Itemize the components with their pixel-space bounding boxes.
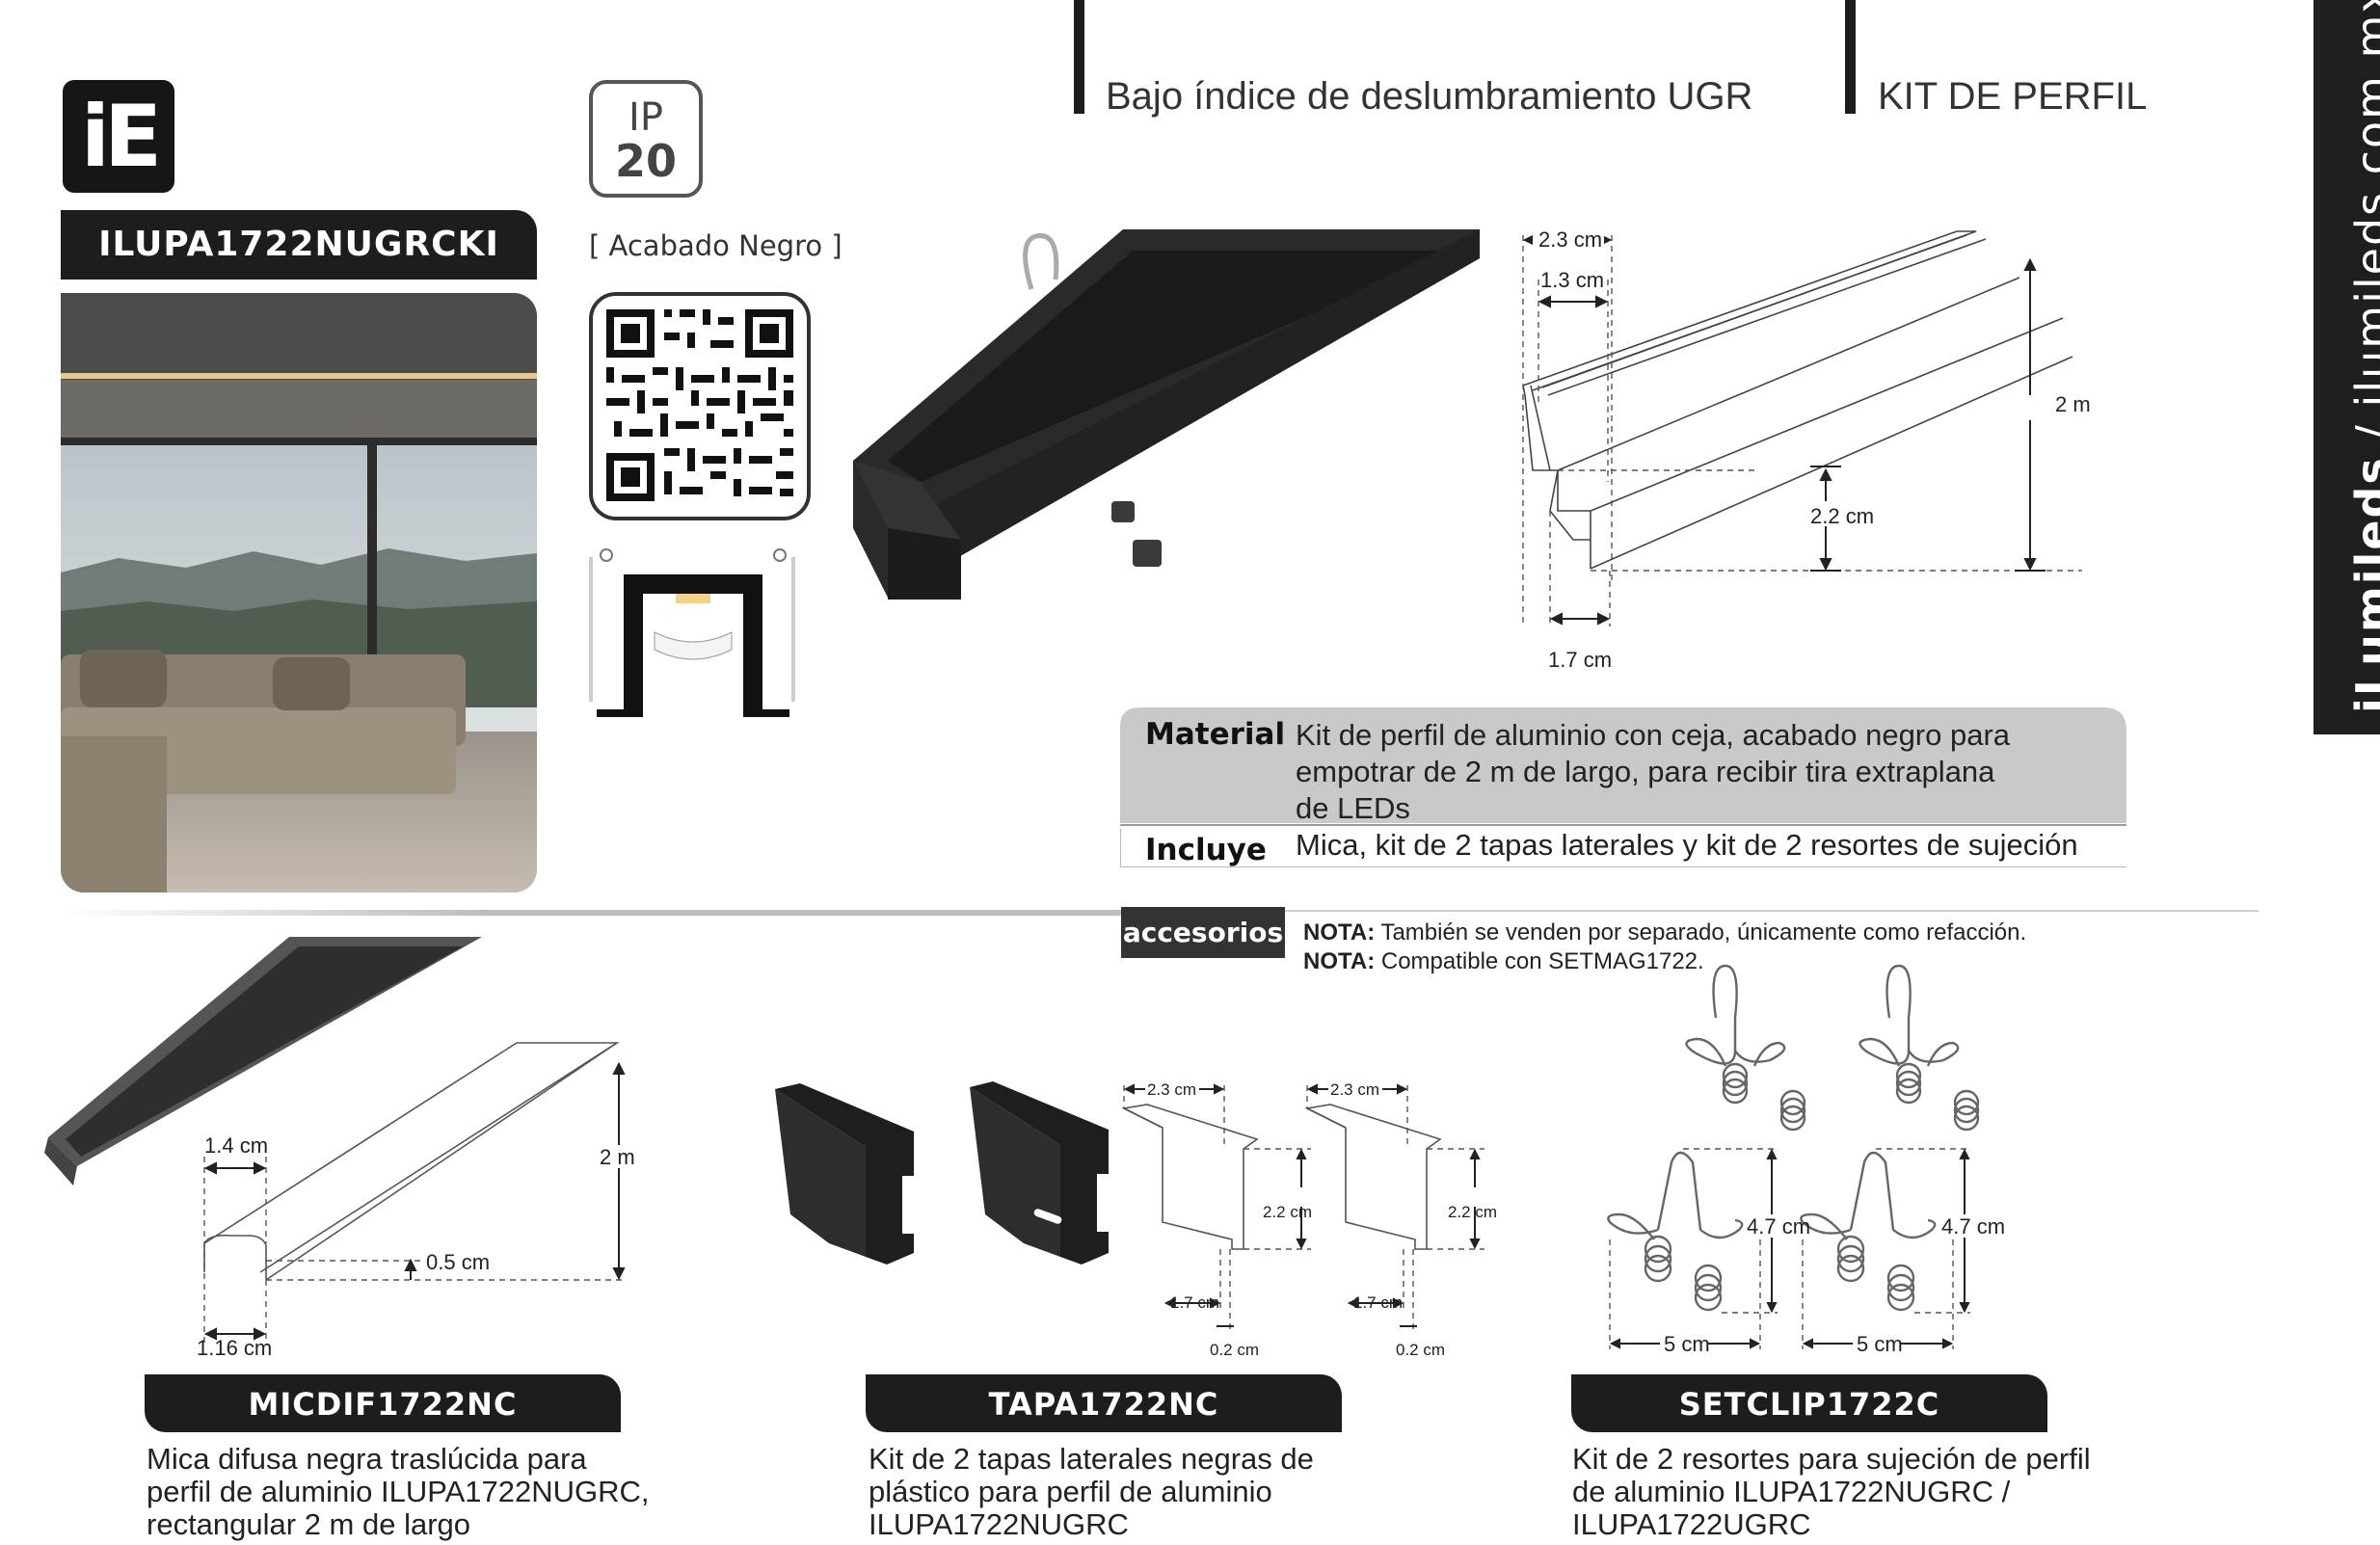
ip-rating-badge: IP 20 xyxy=(589,80,703,198)
feature-title: Bajo índice de deslumbramiento UGR xyxy=(1106,75,1753,118)
category-title: KIT DE PERFIL xyxy=(1878,75,2148,118)
dim-cap-width: 2.3 cm xyxy=(1147,1080,1196,1099)
note-1: NOTA: También se venden por separado, ún… xyxy=(1303,919,2027,946)
dim-diffuser-base: 1.16 cm xyxy=(197,1336,272,1359)
dim-cap-thickness: 0.2 cm xyxy=(1210,1341,1259,1359)
end-caps-drawing: 2.3 cm 2.3 cm 2.2 cm 2.2 cm 1.7 cm 1.7 c… xyxy=(775,1079,1502,1359)
accessory-code-diffuser: MICDIF1722NC xyxy=(145,1374,621,1432)
section-divider xyxy=(61,910,1121,916)
dim-clip-height-2: 4.7 cm xyxy=(1941,1214,2005,1239)
spec-table: Material Kit de perfil de aluminio con c… xyxy=(1120,707,2126,867)
dim-cap-height: 2.2 cm xyxy=(1263,1203,1312,1221)
dim-diffuser-height: 0.5 cm xyxy=(426,1250,490,1274)
dim-height: 2.2 cm xyxy=(1810,504,1874,528)
dim-clip-height: 4.7 cm xyxy=(1747,1214,1810,1239)
dim-cap-thickness-2: 0.2 cm xyxy=(1396,1341,1445,1359)
accessory-code-clips: SETCLIP1722C xyxy=(1571,1374,2047,1432)
dim-clip-width-2: 5 cm xyxy=(1857,1332,1903,1356)
brand-logo: iE xyxy=(63,80,174,193)
spec-label: Incluye xyxy=(1145,833,1267,867)
dim-top-width: 2.3 cm xyxy=(1538,227,1602,252)
profile-cross-section xyxy=(589,548,795,717)
accessory-code-caps: TAPA1722NC xyxy=(866,1374,1342,1432)
spring-clips-drawing: 4.7 cm 4.7 cm 5 cm 5 cm xyxy=(1607,964,2005,1356)
dim-diffuser-length: 2 m xyxy=(600,1145,635,1169)
header-divider-1 xyxy=(1074,0,1084,114)
dim-cap-bottom: 1.7 cm xyxy=(1170,1293,1219,1312)
dim-bottom-width: 1.7 cm xyxy=(1548,648,1612,672)
profile-render xyxy=(853,229,1480,599)
product-code: ILUPA1722NUGRCKI xyxy=(61,210,537,280)
room-photo xyxy=(61,293,537,892)
spec-label: Material xyxy=(1145,717,1286,752)
dim-diffuser-width: 1.4 cm xyxy=(204,1133,268,1158)
finish-label: [ Acabado Negro ] xyxy=(589,229,842,262)
dim-clip-width: 5 cm xyxy=(1664,1332,1710,1356)
spec-value: Kit de perfil de aluminio con ceja, acab… xyxy=(1296,718,2011,825)
spec-value: Mica, kit de 2 tapas laterales y kit de … xyxy=(1296,828,2078,862)
dim-cap-bottom-2: 1.7 cm xyxy=(1353,1293,1403,1312)
note-2: NOTA: Compatible con SETMAG1722. xyxy=(1303,948,1704,974)
brand-website: iLumileds / ilumileds.com.mx xyxy=(2346,0,2380,713)
qr-code[interactable] xyxy=(589,292,811,520)
accessory-desc-clips: Kit de 2 resortes para sujeción de perfi… xyxy=(1572,1442,2091,1541)
section-divider-right xyxy=(1285,910,2259,912)
profile-dimension-drawing: 2.3 cm 1.3 cm 2 m 2.2 cm 1.7 cm xyxy=(1522,226,2091,672)
dim-length: 2 m xyxy=(2055,392,2091,416)
dim-cap-width-2: 2.3 cm xyxy=(1330,1080,1379,1099)
header-divider-2 xyxy=(1845,0,1856,114)
dim-cap-height-2: 2.2 cm xyxy=(1448,1203,1497,1221)
accessories-label: accesorios xyxy=(1121,907,1285,958)
dim-inner-width: 1.3 cm xyxy=(1540,268,1604,292)
brand-sidebar: iLumileds / ilumileds.com.mx xyxy=(2313,0,2380,734)
diffuser-drawing: 1.4 cm 2 m 0.5 cm 1.16 cm xyxy=(44,937,644,1359)
